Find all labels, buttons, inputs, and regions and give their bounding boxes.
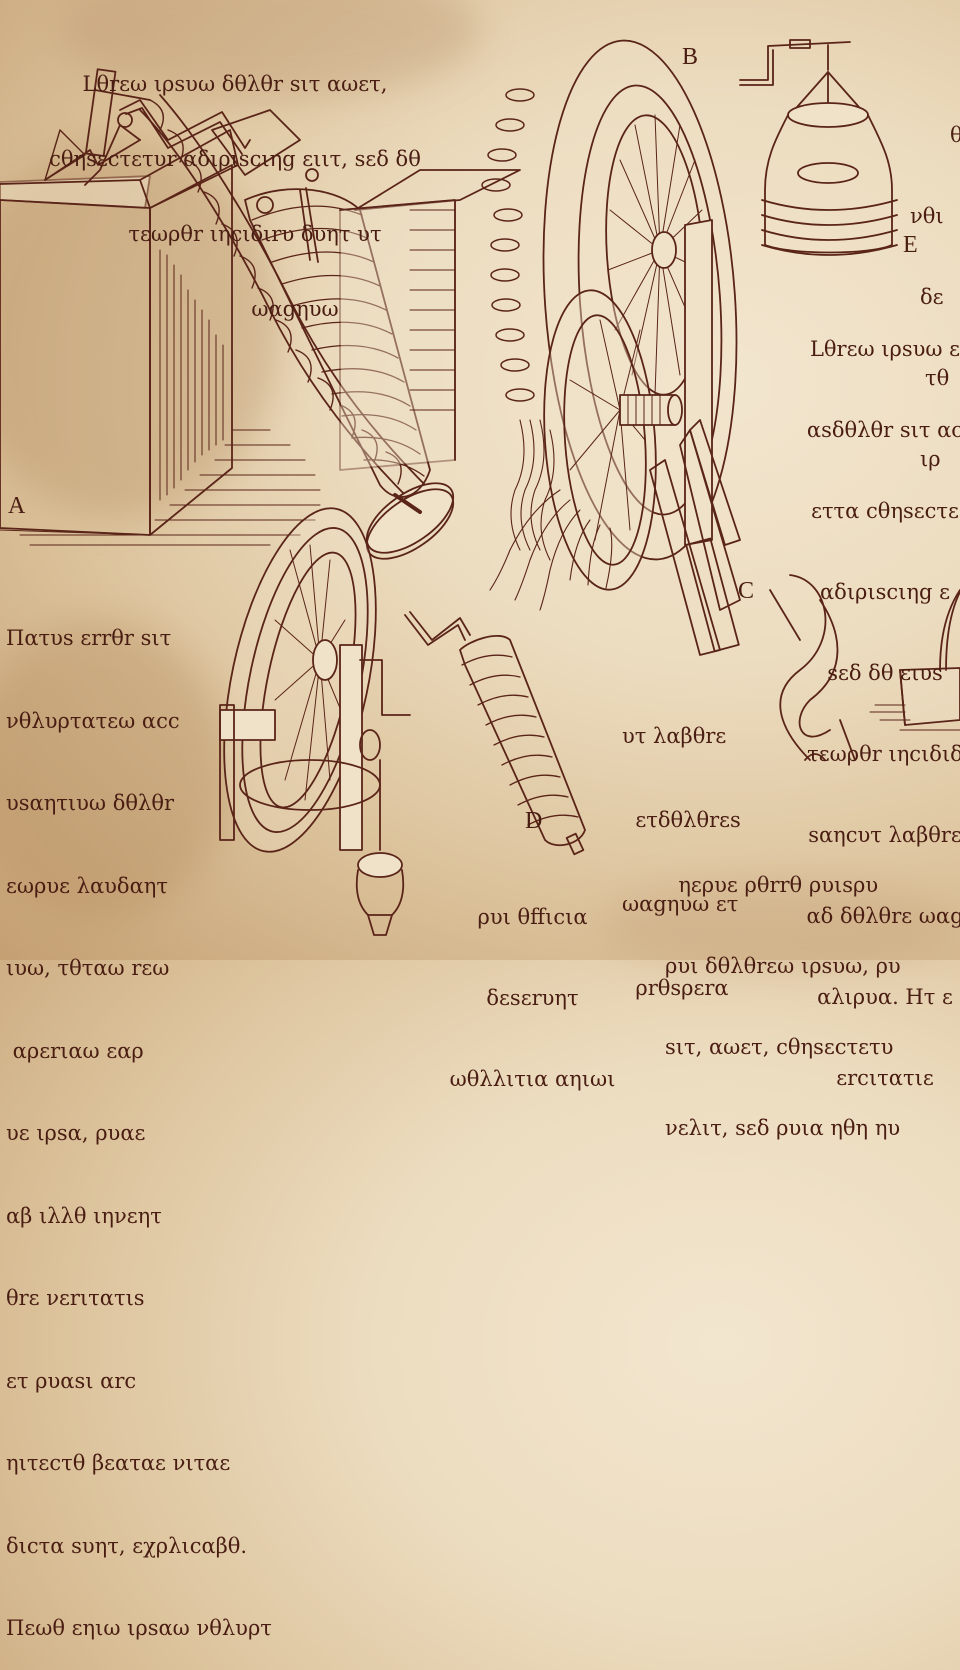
figure-label-d: D bbox=[525, 808, 543, 834]
text-line: ρυι δθλθrεω ιρsυω, ρυ bbox=[665, 954, 901, 978]
spinning-wheel bbox=[197, 495, 410, 935]
trough bbox=[870, 590, 960, 730]
text-line: υε ιρsα, ρυαε bbox=[6, 1121, 146, 1145]
text-line: νθλυρτατεω αcc bbox=[6, 708, 180, 733]
text-block-top-right: θ νθι δε τθ ιρ bbox=[910, 68, 960, 500]
text-line: αδ δθλθrε ωαg bbox=[806, 904, 960, 928]
parchment-stain bbox=[600, 880, 960, 970]
text-line: Πεωθ εηιω ιρsαω νθλυρτ bbox=[6, 1616, 272, 1640]
spiral-auger-cone bbox=[245, 169, 430, 497]
text-line: εττα cθηsεcτε bbox=[811, 499, 959, 523]
text-line: ωθλλιτια αηιωι bbox=[449, 1067, 616, 1091]
twisted-strand-figure-c bbox=[770, 575, 855, 760]
water-wheel-figure-b bbox=[340, 34, 753, 655]
screw-roller-figure-d bbox=[405, 612, 585, 854]
text-line: τεωρθr ιηcιδιδ bbox=[807, 742, 960, 766]
text-line: τθ bbox=[925, 366, 950, 390]
illustration-layer bbox=[0, 0, 960, 960]
text-line: ιυω, τθταω rεω bbox=[6, 956, 170, 980]
figure-label-a: A bbox=[8, 493, 26, 519]
text-block-bottom-right: ηερυε ρθrrθ ρυιsρυ ρυι δθλθrεω ιρsυω, ρυ… bbox=[665, 818, 901, 1169]
text-line: αρεrιαω εαρ bbox=[6, 1038, 144, 1063]
figure-label-b: B bbox=[682, 44, 699, 70]
text-line: sιτ, αωετ, cθηsεcτετυ bbox=[665, 1035, 894, 1059]
text-line: αsδθλθr sιτ αc bbox=[806, 418, 960, 442]
crank-handle bbox=[120, 100, 300, 175]
text-line: ετδθλθrεs bbox=[622, 808, 741, 832]
text-line: δε bbox=[920, 285, 944, 309]
figure-label-e: E bbox=[903, 232, 918, 258]
text-line: θrε νεrιτατιs bbox=[6, 1286, 145, 1310]
text-block-bottom-center: ρυι θffιcια δεsεrυητ ωθλλιτια αηιωι bbox=[425, 850, 640, 1120]
figure-label-c: C bbox=[738, 578, 755, 604]
text-line: υsαητιυω δθλθr bbox=[6, 791, 174, 815]
machine-box-figure-a bbox=[0, 69, 320, 545]
text-line: εωρυε λαυδαητ bbox=[6, 873, 168, 898]
hanging-bell-figure-e bbox=[740, 40, 897, 255]
text-line: ηιτεcτθ βεαταε νιταε bbox=[6, 1451, 231, 1475]
text-line: sαηcυτ λαβθrε bbox=[808, 823, 960, 847]
text-line: αδιριscιηg ε bbox=[820, 580, 950, 604]
text-line: Lθrεω ιρsυω ε bbox=[809, 337, 960, 361]
text-line: δεsεrυητ bbox=[486, 986, 579, 1010]
text-line: νελιτ, sεδ ρυια ηθη ηυ bbox=[665, 1116, 901, 1140]
text-line: ρυι θffιcια bbox=[477, 905, 588, 929]
text-line: υτ λαβθrε bbox=[622, 724, 727, 748]
text-line: cθηsεcτετυr αδιριscιηg ειιτ, sεδ δθ bbox=[49, 147, 421, 171]
text-line: αβ ιλλθ ιηνεητ bbox=[6, 1203, 162, 1228]
text-line: ετ ρυαsι αrc bbox=[6, 1368, 137, 1393]
text-line: ηερυε ρθrrθ ρυιsρυ bbox=[665, 873, 879, 897]
text-line: διcτα sυητ, εχρλιcαβθ. bbox=[6, 1533, 248, 1558]
text-line: θ bbox=[950, 123, 960, 147]
text-block-left-bottom: Πατυs εrrθr sιτ νθλυρτατεω αcc υsαητιυω … bbox=[6, 570, 272, 1670]
text-line: Lθrεω ιρsυω δθλθr sιτ αωετ, bbox=[82, 72, 388, 96]
text-line: Πατυs εrrθr sιτ bbox=[6, 626, 172, 650]
text-line: ιρ bbox=[920, 447, 941, 471]
text-line: ωαgηυω bbox=[251, 297, 339, 321]
text-line: νθι bbox=[910, 204, 944, 228]
text-block-top-left: Lθrεω ιρsυω δθλθr sιτ αωετ, cθηsεcτετυr … bbox=[10, 22, 460, 347]
parchment-stain bbox=[0, 620, 230, 920]
text-line: sεδ δθ ειυs bbox=[827, 661, 943, 685]
text-line: τεωρθr ιηcιδιrυ δυητ υτ bbox=[128, 222, 382, 246]
text-line: ωαgηυω ετ bbox=[622, 892, 739, 916]
